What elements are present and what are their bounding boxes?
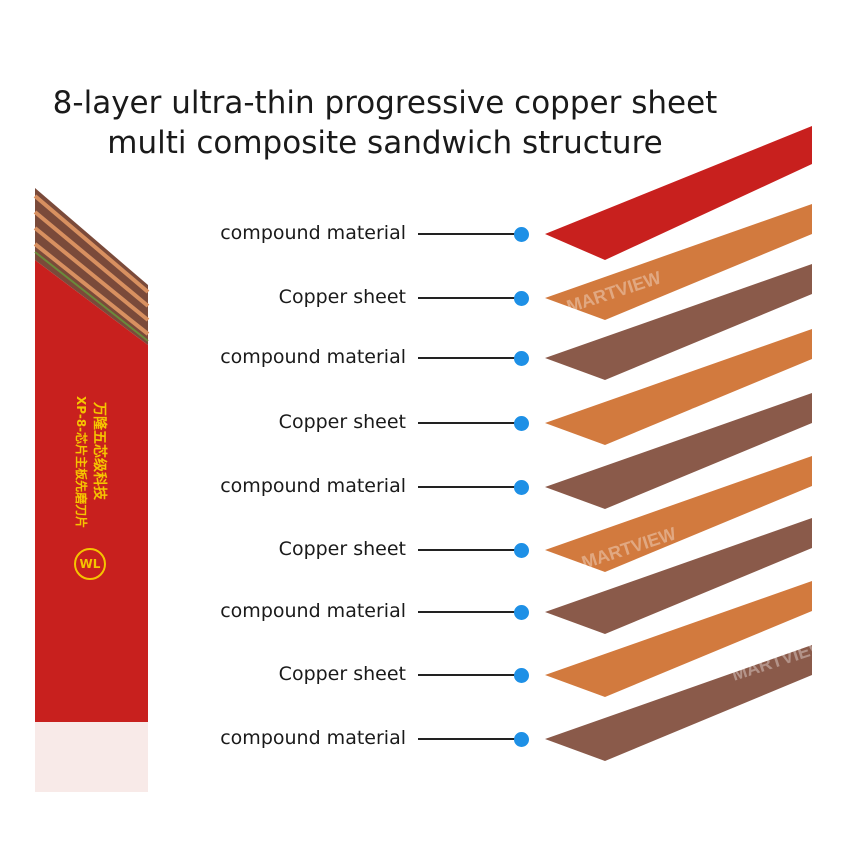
layer-label: Copper sheet [278, 663, 406, 685]
layer-strip [545, 645, 812, 761]
blade-top-edge [35, 188, 148, 345]
connector-dot [514, 416, 529, 431]
connector-dot [514, 227, 529, 242]
layer-strip [545, 204, 812, 320]
layer-label: compound material [220, 475, 406, 497]
connector-line [418, 549, 518, 551]
connector-line [418, 297, 518, 299]
layer-strip [545, 126, 812, 260]
blade-stripe [33, 226, 150, 322]
layer-strip [545, 456, 812, 572]
connector-line [418, 357, 518, 359]
layer-strip [545, 329, 812, 445]
connector-dot [514, 668, 529, 683]
layer-label: compound material [220, 727, 406, 749]
blade-reflection [35, 722, 148, 792]
connector-dot [514, 351, 529, 366]
layer-strip [545, 581, 812, 697]
connector-line [418, 233, 518, 235]
diagram-title-line-2: multi composite sandwich structure [107, 125, 663, 161]
layer-label: compound material [220, 222, 406, 244]
connector-dot [514, 543, 529, 558]
connector-line [418, 611, 518, 613]
blade-body [35, 260, 148, 722]
connector-line [418, 674, 518, 676]
connector-dot [514, 480, 529, 495]
layer-label: Copper sheet [278, 411, 406, 433]
blade-stripe [34, 251, 149, 342]
layer-label: compound material [220, 346, 406, 368]
blade-logo: WL [74, 548, 106, 580]
layer-label: compound material [220, 600, 406, 622]
connector-line [418, 738, 518, 740]
connector-dot [514, 291, 529, 306]
blade-stripe [33, 194, 150, 294]
connector-dot [514, 732, 529, 747]
layer-strip [545, 264, 812, 380]
layer-label: Copper sheet [278, 538, 406, 560]
blade-stripe [33, 210, 150, 308]
layer-strip [545, 518, 812, 634]
blade-stripe [33, 242, 150, 336]
layer-label: Copper sheet [278, 286, 406, 308]
layer-strip [545, 393, 812, 509]
diagram-title-line-1: 8-layer ultra-thin progressive copper sh… [52, 85, 718, 121]
connector-line [418, 422, 518, 424]
connector-dot [514, 605, 529, 620]
connector-line [418, 486, 518, 488]
